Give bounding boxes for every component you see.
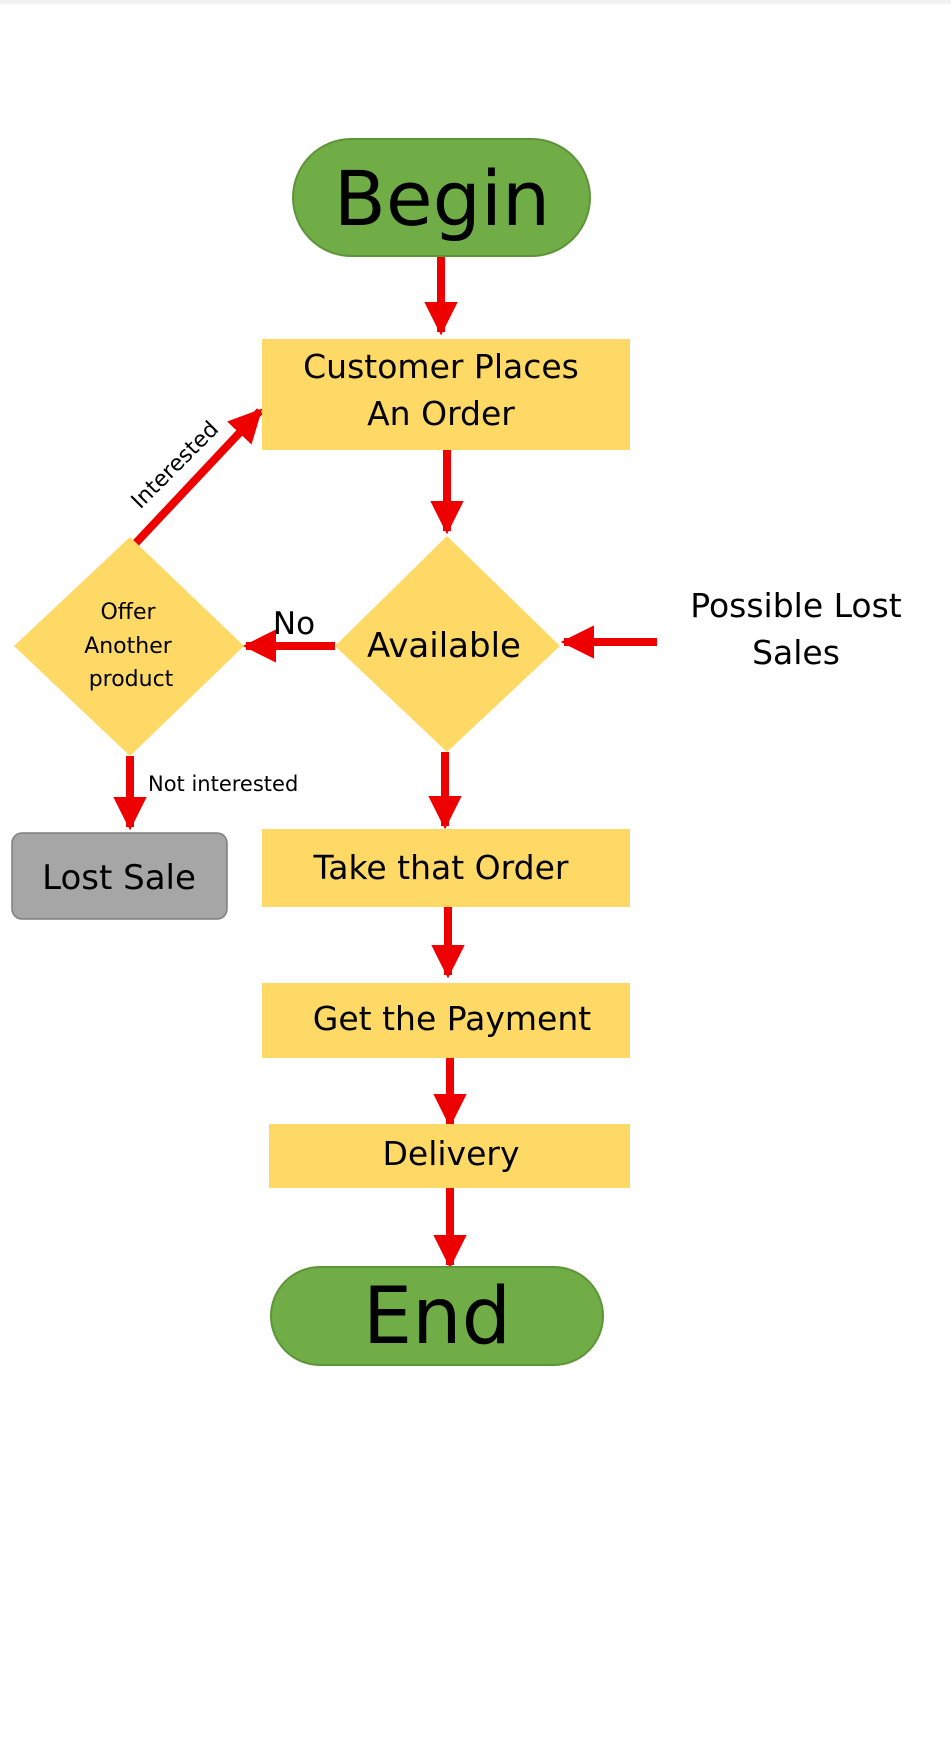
end-terminal: [270, 1266, 604, 1366]
end-label: End: [363, 1272, 511, 1362]
customer-order-label-line1: Customer Places: [303, 347, 579, 386]
get-payment-box: [262, 983, 630, 1058]
get-payment-label: Get the Payment: [313, 999, 591, 1038]
edge-label-not-interested: Not interested: [148, 772, 298, 796]
edge-label-no: No: [273, 606, 315, 642]
begin-terminal: [292, 138, 591, 257]
possible-lost-label-line2: Sales: [752, 633, 840, 672]
top-edge-bar: [0, 0, 951, 4]
take-order-box: [262, 829, 630, 907]
customer-order-box: [262, 339, 630, 450]
arrow-offer-to-order: [131, 408, 263, 548]
connector-arrows: [113, 256, 657, 1269]
offer-label-line1: Offer: [100, 600, 156, 625]
possible-lost-label-line1: Possible Lost: [690, 586, 902, 625]
delivery-box: [269, 1124, 630, 1188]
available-decision: [335, 536, 560, 752]
offer-another-decision: [14, 537, 244, 756]
lost-sale-label: Lost Sale: [42, 858, 196, 898]
available-label: Available: [367, 626, 521, 666]
take-order-label: Take that Order: [313, 848, 569, 887]
customer-order-label-line2: An Order: [367, 394, 515, 433]
offer-label-line2: Another: [84, 634, 173, 659]
offer-label-line3: product: [89, 667, 174, 692]
delivery-label: Delivery: [383, 1134, 520, 1173]
begin-label: Begin: [334, 154, 550, 243]
lost-sale-box: [11, 832, 228, 920]
